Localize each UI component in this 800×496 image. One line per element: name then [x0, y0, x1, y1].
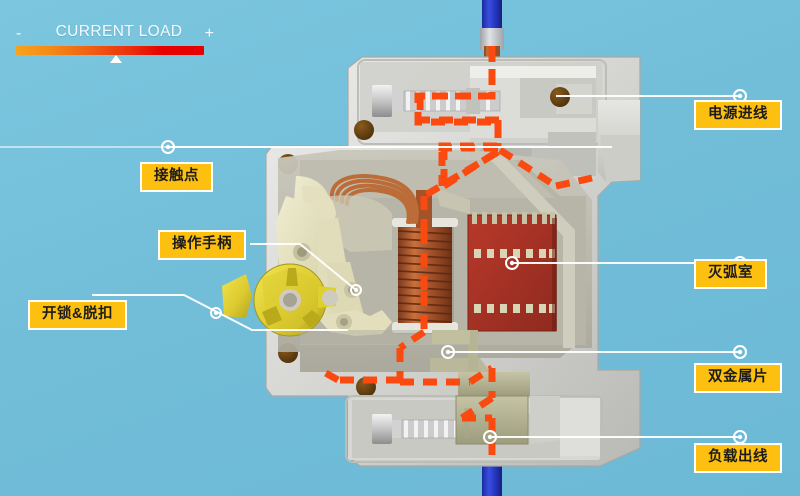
callout-arc-chamber[interactable]: 灭弧室 — [694, 259, 767, 290]
current-load-bar[interactable] — [16, 46, 204, 55]
braided-conductor — [329, 174, 419, 224]
callout-unlock-trip[interactable]: 开锁&脱扣 — [28, 300, 127, 331]
callout-power-input[interactable]: 电源进线 — [694, 100, 782, 131]
current-load-plus: + — [204, 25, 214, 42]
arc-chamber — [467, 212, 557, 332]
current-load-title: CURRENT LOAD — [55, 23, 183, 40]
callout-contact-point[interactable]: 接触点 — [140, 162, 213, 193]
callout-operating-handle[interactable]: 操作手柄 — [158, 230, 246, 261]
supply-wire-top — [480, 0, 504, 64]
current-load-minus: - — [16, 25, 22, 42]
current-load-needle[interactable] — [110, 55, 122, 63]
current-load-meter[interactable]: - CURRENT LOAD + — [14, 23, 214, 70]
rivet-hole — [550, 87, 570, 107]
callout-bimetal-strip[interactable]: 双金属片 — [694, 363, 782, 394]
callout-load-output[interactable]: 负载出线 — [694, 443, 782, 474]
